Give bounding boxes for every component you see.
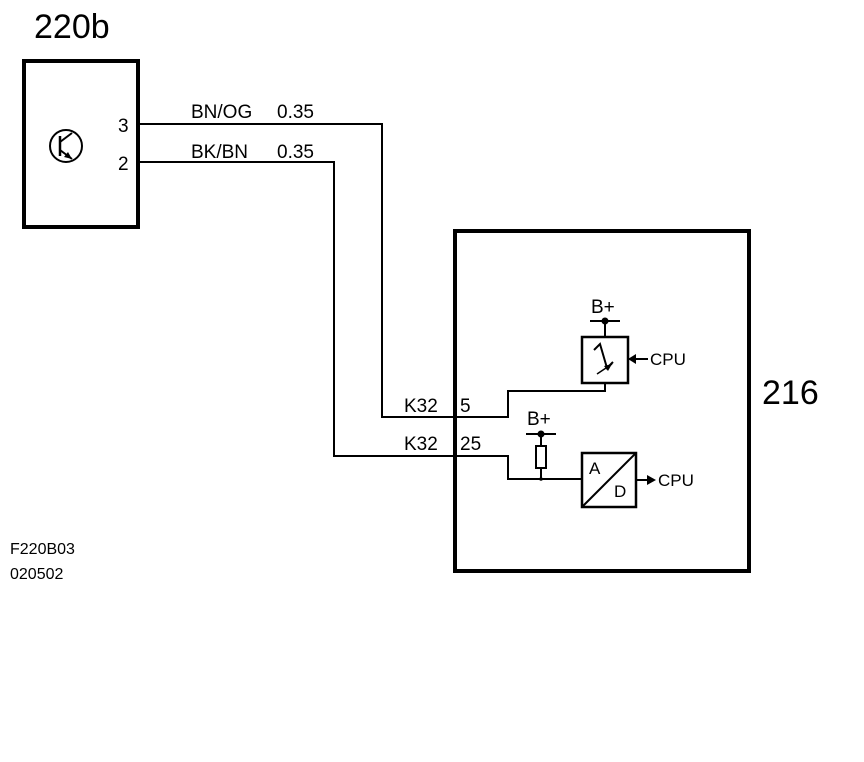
adc-a-label: A <box>589 459 601 478</box>
supply-bplus-top-icon <box>590 317 620 337</box>
wire-2-connector: K32 <box>404 434 438 455</box>
supply-bplus-top-label: B+ <box>591 297 615 318</box>
wire-2-pin: 25 <box>460 434 481 455</box>
wire-bn-og <box>138 123 606 418</box>
wire-1-pin: 5 <box>460 396 471 417</box>
electronic-switch-icon <box>580 335 630 385</box>
supply-bplus-bottom-label: B+ <box>527 409 551 430</box>
cpu-in-arrow-icon <box>628 354 648 364</box>
wire-1-gauge: 0.35 <box>277 102 314 123</box>
wire-2-color: BK/BN <box>191 142 248 163</box>
component-216-label: 216 <box>762 374 819 412</box>
diagram-code: F220B03 <box>10 541 75 558</box>
pin-3-label: 3 <box>118 116 129 137</box>
cpu-out-label: CPU <box>658 471 694 490</box>
adc-d-label: D <box>614 482 626 501</box>
component-216-box <box>453 229 751 573</box>
junction-dot <box>539 477 543 481</box>
wire-1-connector: K32 <box>404 396 438 417</box>
wire-1-color: BN/OG <box>191 102 252 123</box>
cpu-in-label: CPU <box>650 350 686 369</box>
transistor-icon <box>49 129 83 163</box>
wire-2-gauge: 0.35 <box>277 142 314 163</box>
wire-bk-bn <box>138 161 582 480</box>
resistor-icon <box>535 445 547 469</box>
cpu-out-arrow-icon <box>636 475 656 485</box>
supply-bplus-bottom-icon <box>526 430 556 446</box>
pin-2-label: 2 <box>118 154 129 175</box>
component-220b-label: 220b <box>34 8 110 46</box>
component-220b-box <box>22 59 140 229</box>
diagram-date: 020502 <box>10 566 63 583</box>
